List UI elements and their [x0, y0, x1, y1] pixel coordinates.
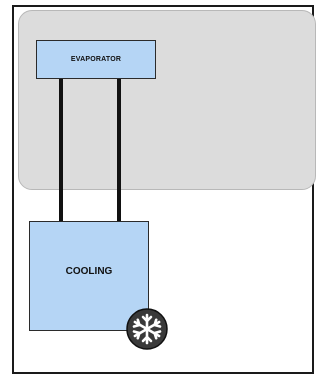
pipe-left	[59, 79, 63, 221]
evaporator-box: EVAPORATOR	[36, 40, 156, 79]
cooling-unit-box: COOLING	[29, 221, 149, 331]
cooling-label: COOLING	[65, 265, 113, 277]
pipe-right	[117, 79, 121, 221]
snowflake-fan-icon	[126, 308, 168, 350]
evaporator-label: EVAPORATOR	[70, 56, 122, 63]
